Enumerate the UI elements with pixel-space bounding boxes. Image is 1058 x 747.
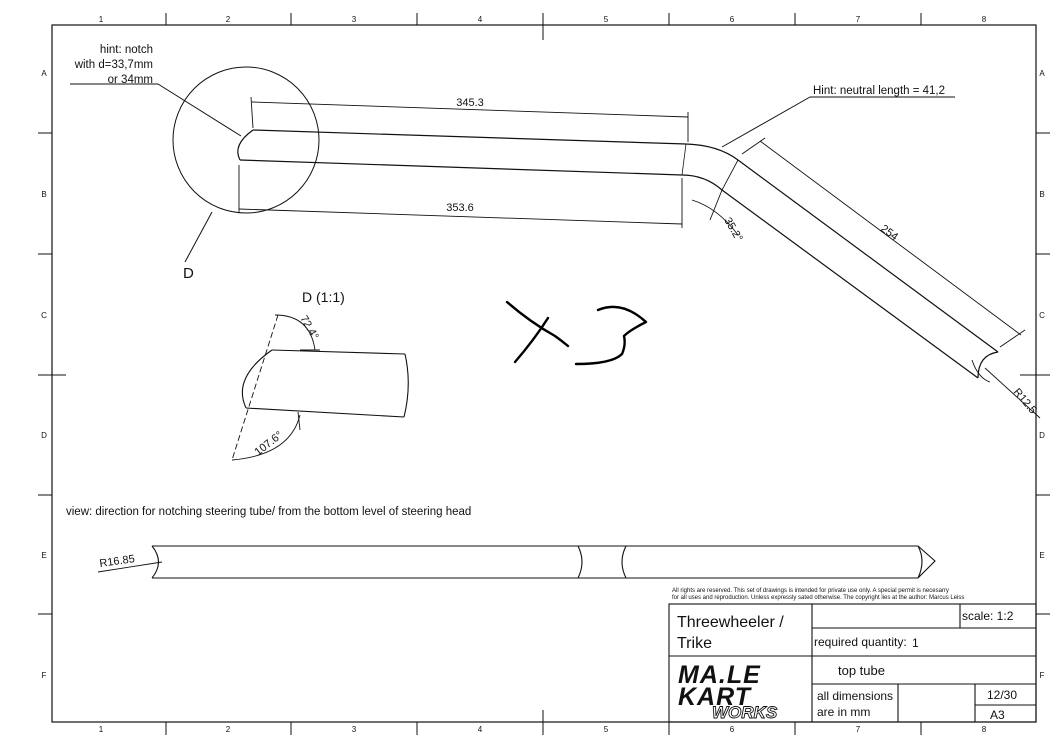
row-labels-right: A B C D E F	[1039, 69, 1045, 680]
part-name: top tube	[838, 663, 885, 678]
col-label-6: 6	[730, 725, 735, 734]
dim-345: 345.3	[456, 97, 484, 109]
project-title-line1: Threewheeler /	[677, 614, 784, 631]
sheet-number: 12/30	[987, 688, 1017, 702]
row-label-c: C	[41, 311, 47, 320]
dimension-bend-angle	[691, 189, 739, 236]
quantity-value: 1	[912, 636, 919, 650]
col-label-1: 1	[99, 15, 104, 24]
neutral-hint-leader	[721, 96, 955, 148]
drawing-frame	[51, 24, 1037, 723]
quantity-label: required quantity:	[814, 635, 907, 649]
notch-hint-leader	[70, 83, 242, 137]
col-label-7: 7	[856, 725, 861, 734]
detail-title: D (1:1)	[302, 289, 345, 305]
copyright-line1: All rights are reserved. This set of dra…	[672, 588, 949, 594]
row-label-a: A	[1039, 69, 1045, 78]
scale-label: scale: 1:2	[962, 609, 1014, 623]
row-label-d: D	[1039, 431, 1045, 440]
column-labels-top: 1 2 3 4 5 6 7 8	[99, 15, 987, 24]
col-label-3: 3	[352, 15, 357, 24]
hint-notch-line1: hint: notch	[100, 44, 153, 56]
column-labels-bottom: 1 2 3 4 5 6 7 8	[99, 725, 987, 734]
row-label-b: B	[1039, 190, 1044, 199]
col-label-2: 2	[226, 725, 231, 734]
copyright-line2: for all uses and reproduction. Unless ex…	[672, 595, 964, 601]
dimension-bottom-length	[238, 165, 683, 228]
row-labels-left: A B C D E F	[41, 69, 47, 680]
col-label-8: 8	[982, 725, 987, 734]
row-label-f: F	[1040, 671, 1045, 680]
row-label-a: A	[41, 69, 47, 78]
logo-line2: KART	[678, 683, 753, 711]
col-label-1: 1	[99, 725, 104, 734]
dimension-top-length	[250, 96, 689, 142]
logo-line1: MA.LE	[678, 661, 761, 689]
row-label-b: B	[41, 190, 46, 199]
dimension-segment-length	[741, 137, 1026, 348]
project-title-line2: Trike	[677, 635, 712, 652]
col-label-8: 8	[982, 15, 987, 24]
dim-r16: R16.85	[99, 553, 136, 570]
company-logo: MA.LE KART WORKS	[678, 661, 778, 722]
detail-view	[231, 314, 409, 461]
logo-script: WORKS	[712, 703, 778, 722]
tube-side-view	[97, 545, 936, 579]
hint-notch-line2: with d=33,7mm	[74, 59, 153, 71]
detail-circle-d	[172, 66, 320, 263]
title-block	[668, 603, 1037, 723]
col-label-7: 7	[856, 15, 861, 24]
dimension-end-radius	[971, 359, 1041, 419]
detail-label: D	[183, 265, 194, 282]
hint-notch-line3: or 34mm	[108, 74, 153, 86]
row-label-e: E	[41, 551, 46, 560]
col-label-6: 6	[730, 15, 735, 24]
row-label-c: C	[1039, 311, 1045, 320]
col-label-4: 4	[478, 15, 483, 24]
dims-note-line1: all dimensions	[817, 689, 893, 703]
dim-353: 353.6	[446, 202, 474, 214]
row-label-d: D	[41, 431, 47, 440]
col-label-4: 4	[478, 725, 483, 734]
tube-main-view	[237, 129, 999, 379]
handwritten-quantity-mark	[505, 300, 648, 366]
row-label-f: F	[42, 671, 47, 680]
view-note: view: direction for notching steering tu…	[66, 506, 471, 518]
col-label-3: 3	[352, 725, 357, 734]
row-label-e: E	[1039, 551, 1044, 560]
col-label-2: 2	[226, 15, 231, 24]
hint-neutral-length: Hint: neutral length = 41,2	[813, 85, 945, 97]
col-label-5: 5	[604, 725, 609, 734]
col-label-5: 5	[604, 15, 609, 24]
paper-size: A3	[990, 708, 1005, 722]
zone-ticks	[38, 13, 1050, 735]
dims-note-line2: are in mm	[817, 705, 870, 719]
